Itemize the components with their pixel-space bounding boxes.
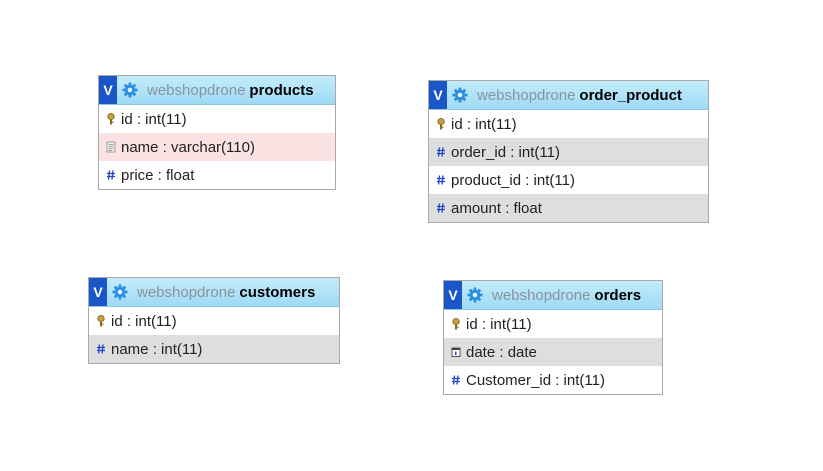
gear-icon[interactable] — [451, 86, 469, 104]
date-icon — [451, 346, 461, 358]
hash-icon — [451, 374, 461, 386]
field-label: name : varchar(110) — [121, 138, 255, 156]
hash-icon — [436, 146, 446, 158]
field-label: id : int(11) — [451, 115, 517, 133]
table-name: products — [249, 81, 314, 99]
field-row[interactable]: id : int(11) — [89, 307, 339, 335]
table-orders[interactable]: V webshopdrone orders id : int(11) date … — [443, 280, 663, 395]
field-row[interactable]: Customer_id : int(11) — [444, 366, 662, 394]
field-label: amount : float — [451, 199, 542, 217]
field-label: product_id : int(11) — [451, 171, 575, 189]
field-row[interactable]: name : int(11) — [89, 335, 339, 363]
field-row[interactable]: amount : float — [429, 194, 708, 222]
field-row[interactable]: product_id : int(11) — [429, 166, 708, 194]
field-label: id : int(11) — [121, 110, 187, 128]
field-row[interactable]: id : int(11) — [444, 310, 662, 338]
collapse-toggle-button[interactable]: V — [429, 81, 447, 109]
database-name: webshopdrone — [137, 283, 236, 301]
table-header[interactable]: V webshopdrone products — [99, 76, 335, 105]
table-order-product[interactable]: V webshopdrone order_product id : int(11… — [428, 80, 709, 223]
text-field-icon — [106, 141, 116, 153]
key-icon — [96, 315, 106, 327]
database-name: webshopdrone — [477, 86, 576, 104]
field-label: id : int(11) — [111, 312, 177, 330]
gear-icon[interactable] — [121, 81, 139, 99]
field-label: Customer_id : int(11) — [466, 371, 605, 389]
key-icon — [451, 318, 461, 330]
key-icon — [436, 118, 446, 130]
key-icon — [106, 113, 116, 125]
table-name: customers — [239, 283, 316, 301]
hash-icon — [436, 202, 446, 214]
hash-icon — [96, 343, 106, 355]
field-row[interactable]: id : int(11) — [429, 110, 708, 138]
collapse-toggle-button[interactable]: V — [99, 76, 117, 104]
table-name: order_product — [579, 86, 682, 104]
collapse-toggle-button[interactable]: V — [89, 278, 107, 306]
table-header[interactable]: V webshopdrone order_product — [429, 81, 708, 110]
field-label: id : int(11) — [466, 315, 532, 333]
gear-icon[interactable] — [466, 286, 484, 304]
table-header[interactable]: V webshopdrone customers — [89, 278, 339, 307]
field-row[interactable]: name : varchar(110) — [99, 133, 335, 161]
table-header[interactable]: V webshopdrone orders — [444, 281, 662, 310]
field-row[interactable]: date : date — [444, 338, 662, 366]
field-label: date : date — [466, 343, 537, 361]
field-label: name : int(11) — [111, 340, 203, 358]
hash-icon — [436, 174, 446, 186]
database-name: webshopdrone — [147, 81, 246, 99]
database-name: webshopdrone — [492, 286, 591, 304]
field-label: order_id : int(11) — [451, 143, 560, 161]
table-products[interactable]: V webshopdrone products id : int(11) nam… — [98, 75, 336, 190]
table-name: orders — [594, 286, 642, 304]
hash-icon — [106, 169, 116, 181]
field-row[interactable]: price : float — [99, 161, 335, 189]
field-row[interactable]: order_id : int(11) — [429, 138, 708, 166]
collapse-toggle-button[interactable]: V — [444, 281, 462, 309]
field-row[interactable]: id : int(11) — [99, 105, 335, 133]
table-customers[interactable]: V webshopdrone customers id : int(11) na… — [88, 277, 340, 364]
gear-icon[interactable] — [111, 283, 129, 301]
field-label: price : float — [121, 166, 195, 184]
